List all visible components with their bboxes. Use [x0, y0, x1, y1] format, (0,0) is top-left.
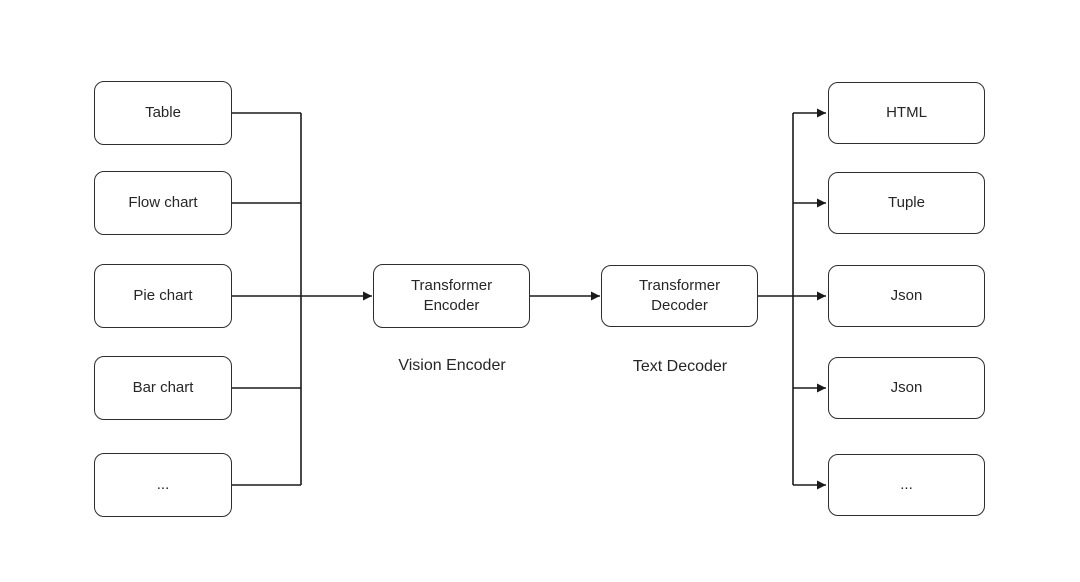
node-output-json-1: Json [828, 265, 985, 327]
node-output-tuple: Tuple [828, 172, 985, 234]
caption-vision-encoder: Vision Encoder [398, 357, 506, 374]
node-label: Tuple [888, 193, 925, 211]
node-label: ... [156, 475, 170, 493]
node-transformer-decoder: Transformer Decoder [601, 265, 758, 327]
node-input-bar-chart: Bar chart [94, 356, 232, 420]
node-label: Flow chart [128, 193, 198, 211]
node-transformer-encoder: Transformer Encoder [373, 264, 530, 328]
node-label: ... [900, 475, 913, 493]
node-output-html: HTML [828, 82, 985, 144]
node-label: Bar chart [132, 378, 194, 396]
caption-text-decoder: Text Decoder [632, 358, 728, 375]
node-input-flow-chart: Flow chart [94, 171, 232, 235]
node-label: Pie chart [133, 286, 193, 304]
node-label: Transformer Decoder [638, 276, 721, 314]
node-output-json-2: Json [828, 357, 985, 419]
node-input-pie-chart: Pie chart [94, 264, 232, 328]
node-label: Json [890, 378, 923, 396]
node-input-ellipsis: ... [94, 453, 232, 517]
node-input-table: Table [94, 81, 232, 145]
node-label: HTML [886, 103, 927, 121]
node-label: Table [145, 103, 181, 121]
node-label: Json [890, 286, 923, 304]
node-label: Transformer Encoder [410, 276, 493, 314]
node-output-ellipsis: ... [828, 454, 985, 516]
